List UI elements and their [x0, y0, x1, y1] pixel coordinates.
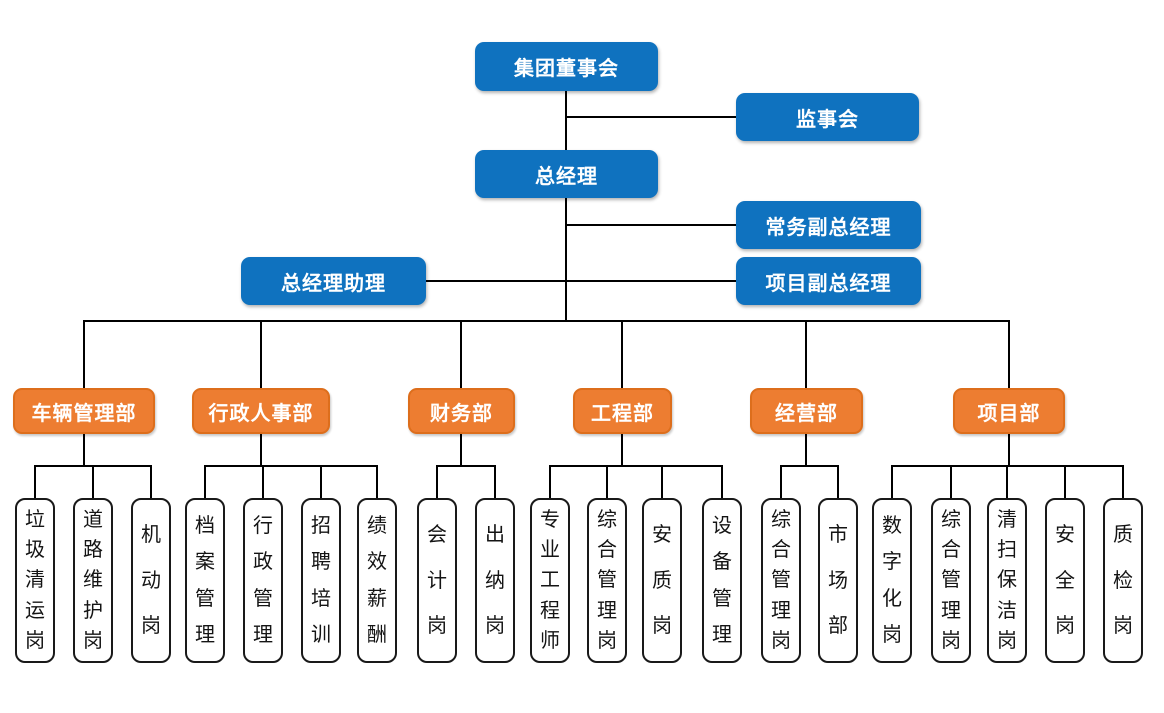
connector-line — [805, 321, 807, 388]
pos-general-management-proj: 综合管理岗 — [931, 498, 971, 663]
pos-label: 综合管理岗 — [941, 509, 961, 652]
connector-line — [494, 465, 496, 498]
connector-line — [260, 321, 262, 388]
connector-line — [621, 434, 623, 467]
pos-recruitment-training: 招聘培训 — [301, 498, 341, 663]
node-supervisory-board: 监事会 — [736, 93, 919, 141]
node-general-manager: 总经理 — [475, 150, 658, 198]
connector-line — [150, 465, 152, 498]
pos-admin-management: 行政管理 — [243, 498, 283, 663]
pos-label: 质检岗 — [1113, 524, 1133, 637]
dept-finance: 财务部 — [408, 388, 515, 434]
connector-line — [83, 321, 85, 388]
pos-mobile-post: 机动岗 — [131, 498, 171, 663]
pos-label: 机动岗 — [141, 524, 161, 637]
dept-hr-admin: 行政人事部 — [192, 388, 330, 434]
connector-line — [204, 465, 378, 467]
connector-line — [92, 465, 94, 498]
connector-line — [721, 465, 723, 498]
connector-line — [424, 280, 738, 282]
connector-line — [1008, 434, 1010, 467]
connector-line — [436, 465, 438, 498]
pos-label: 垃圾清运岗 — [25, 509, 45, 652]
connector-line — [204, 465, 206, 498]
connector-line — [891, 465, 893, 498]
pos-label: 安全岗 — [1055, 524, 1075, 637]
pos-cashier: 出纳岗 — [475, 498, 515, 663]
connector-line — [376, 465, 378, 498]
connector-line — [566, 116, 738, 118]
node-executive-deputy-gm: 常务副总经理 — [736, 201, 921, 249]
dept-operations: 经营部 — [750, 388, 863, 434]
pos-label: 绩效薪酬 — [367, 515, 387, 646]
pos-general-management-eng: 综合管理岗 — [587, 498, 627, 663]
pos-archives-management: 档案管理 — [185, 498, 225, 663]
connector-line — [606, 465, 608, 498]
connector-line — [1008, 321, 1010, 388]
node-gm-assistant: 总经理助理 — [241, 257, 426, 305]
pos-general-management-ops: 综合管理岗 — [761, 498, 801, 663]
connector-line — [565, 91, 567, 151]
pos-accounting: 会计岗 — [417, 498, 457, 663]
connector-line — [549, 465, 723, 467]
pos-label: 综合管理岗 — [597, 509, 617, 652]
pos-marketing: 市场部 — [818, 498, 858, 663]
connector-line — [780, 465, 782, 498]
pos-quality-inspection: 质检岗 — [1103, 498, 1143, 663]
connector-line — [260, 434, 262, 467]
pos-label: 综合管理岗 — [771, 509, 791, 652]
connector-line — [780, 465, 839, 467]
connector-line — [262, 465, 264, 498]
pos-garbage-removal: 垃圾清运岗 — [15, 498, 55, 663]
connector-line — [621, 321, 623, 388]
pos-performance-compensation: 绩效薪酬 — [357, 498, 397, 663]
connector-line — [661, 465, 663, 498]
pos-cleaning: 清扫保洁岗 — [987, 498, 1027, 663]
pos-safety: 安全岗 — [1045, 498, 1085, 663]
dept-vehicle-management: 车辆管理部 — [13, 388, 155, 434]
pos-label: 行政管理 — [253, 515, 273, 646]
connector-line — [549, 465, 551, 498]
pos-professional-engineer: 专业工程师 — [530, 498, 570, 663]
connector-line — [460, 434, 462, 467]
connector-line — [565, 198, 567, 322]
pos-digitalization: 数字化岗 — [872, 498, 912, 663]
pos-label: 会计岗 — [427, 524, 447, 637]
node-group-board: 集团董事会 — [475, 42, 658, 91]
pos-label: 档案管理 — [195, 515, 215, 646]
pos-safety-quality: 安质岗 — [642, 498, 682, 663]
connector-line — [837, 465, 839, 498]
connector-line — [1064, 465, 1066, 498]
pos-label: 出纳岗 — [485, 524, 505, 637]
pos-label: 设备管理 — [712, 515, 732, 646]
connector-line — [950, 465, 952, 498]
pos-label: 市场部 — [828, 524, 848, 637]
pos-label: 专业工程师 — [540, 509, 560, 652]
connector-line — [805, 434, 807, 467]
connector-line — [436, 465, 496, 467]
pos-label: 数字化岗 — [882, 515, 902, 646]
dept-project: 项目部 — [953, 388, 1065, 434]
connector-line — [320, 465, 322, 498]
pos-label: 清扫保洁岗 — [997, 509, 1017, 652]
pos-equipment-management: 设备管理 — [702, 498, 742, 663]
pos-label: 道路维护岗 — [83, 509, 103, 652]
connector-line — [1006, 465, 1008, 498]
pos-label: 安质岗 — [652, 524, 672, 637]
connector-line — [34, 465, 36, 498]
dept-engineering: 工程部 — [573, 388, 672, 434]
node-project-deputy-gm: 项目副总经理 — [736, 257, 921, 305]
connector-line — [1122, 465, 1124, 498]
pos-road-maintenance: 道路维护岗 — [73, 498, 113, 663]
connector-line — [566, 224, 738, 226]
pos-label: 招聘培训 — [311, 515, 331, 646]
connector-line — [460, 321, 462, 388]
connector-line — [83, 434, 85, 467]
connector-line — [83, 320, 1010, 322]
